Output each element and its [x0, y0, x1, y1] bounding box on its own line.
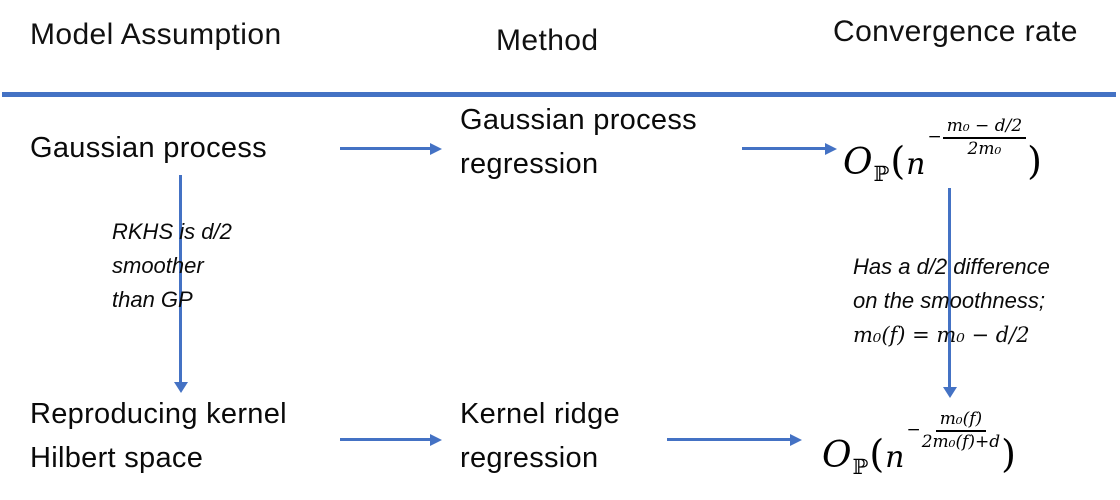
arrow-right-gp-to-gpr-icon: [340, 147, 430, 150]
formula-rkhs-base-n: n: [885, 440, 905, 475]
formula-rkhs-prob-sub: ℙ: [852, 455, 869, 479]
node-gaussian-process-regression: Gaussian process regression: [460, 98, 697, 186]
formula-gp-bigO: O: [843, 142, 873, 183]
formula-gp-convergence-rate: O ℙ ( n − m₀ − d/2 2m₀ ): [843, 117, 1042, 190]
node-gpr-line1: Gaussian process: [460, 104, 697, 136]
header-divider: [2, 92, 1116, 97]
formula-rkhs-numerator: m₀(f): [935, 410, 987, 432]
node-kernel-ridge-regression: Kernel ridge regression: [460, 392, 620, 480]
node-gaussian-process: Gaussian process: [30, 132, 267, 164]
arrow-down-rate-to-rate-icon: [948, 188, 951, 388]
formula-rkhs-exponent: − m₀(f) 2m₀(f)+d: [906, 410, 1001, 452]
node-rkhs-line1: Reproducing kernel: [30, 398, 287, 430]
formula-gp-close-paren: ): [1027, 139, 1042, 183]
annotation-right-line2: on the smoothness;: [853, 288, 1046, 313]
formula-rkhs-close-paren: ): [1001, 432, 1016, 476]
formula-rkhs-denominator: 2m₀(f)+d: [921, 431, 1001, 452]
header-model-assumption: Model Assumption: [30, 18, 282, 51]
arrow-right-gpr-to-rate-icon: [742, 147, 825, 150]
formula-rkhs-open-paren: (: [869, 432, 885, 476]
arrow-right-krr-to-rate-icon: [667, 438, 790, 441]
node-rkhs: Reproducing kernel Hilbert space: [30, 392, 287, 480]
node-krr-line2: regression: [460, 442, 599, 474]
node-gpr-line2: regression: [460, 148, 599, 180]
annotation-right-line3: m₀(f) = m₀ − d/2: [853, 323, 1030, 347]
node-krr-line1: Kernel ridge: [460, 398, 620, 430]
formula-gp-open-paren: (: [890, 139, 906, 183]
header-convergence-rate: Convergence rate: [833, 15, 1078, 48]
arrow-right-rkhs-to-krr-icon: [340, 438, 430, 441]
formula-gp-exponent: − m₀ − d/2 2m₀: [927, 117, 1027, 159]
annotation-left-line3: than GP: [112, 287, 193, 312]
annotation-left-line2: smoother: [112, 253, 204, 278]
annotation-rkhs-smoother: RKHS is d/2 smoother than GP: [112, 215, 232, 317]
node-rkhs-line2: Hilbert space: [30, 442, 204, 474]
annotation-smoothness-difference: Has a d/2 difference on the smoothness; …: [853, 250, 1050, 352]
arrow-down-gp-to-rkhs-icon: [179, 175, 182, 383]
formula-rkhs-bigO: O: [822, 435, 852, 476]
formula-gp-fraction: m₀ − d/2 2m₀: [942, 117, 1027, 159]
formula-gp-prob-sub: ℙ: [873, 162, 890, 186]
formula-gp-denominator: 2m₀: [967, 138, 1002, 159]
header-method: Method: [496, 24, 599, 57]
annotation-right-line1: Has a d/2 difference: [853, 254, 1050, 279]
formula-gp-numerator: m₀ − d/2: [942, 117, 1027, 139]
formula-rkhs-convergence-rate: O ℙ ( n − m₀(f) 2m₀(f)+d ): [822, 410, 1016, 483]
formula-gp-base-n: n: [906, 147, 926, 182]
annotation-left-line1: RKHS is d/2: [112, 219, 232, 244]
formula-rkhs-minus: −: [906, 420, 921, 440]
formula-gp-minus: −: [927, 127, 942, 147]
formula-rkhs-fraction: m₀(f) 2m₀(f)+d: [921, 410, 1001, 452]
